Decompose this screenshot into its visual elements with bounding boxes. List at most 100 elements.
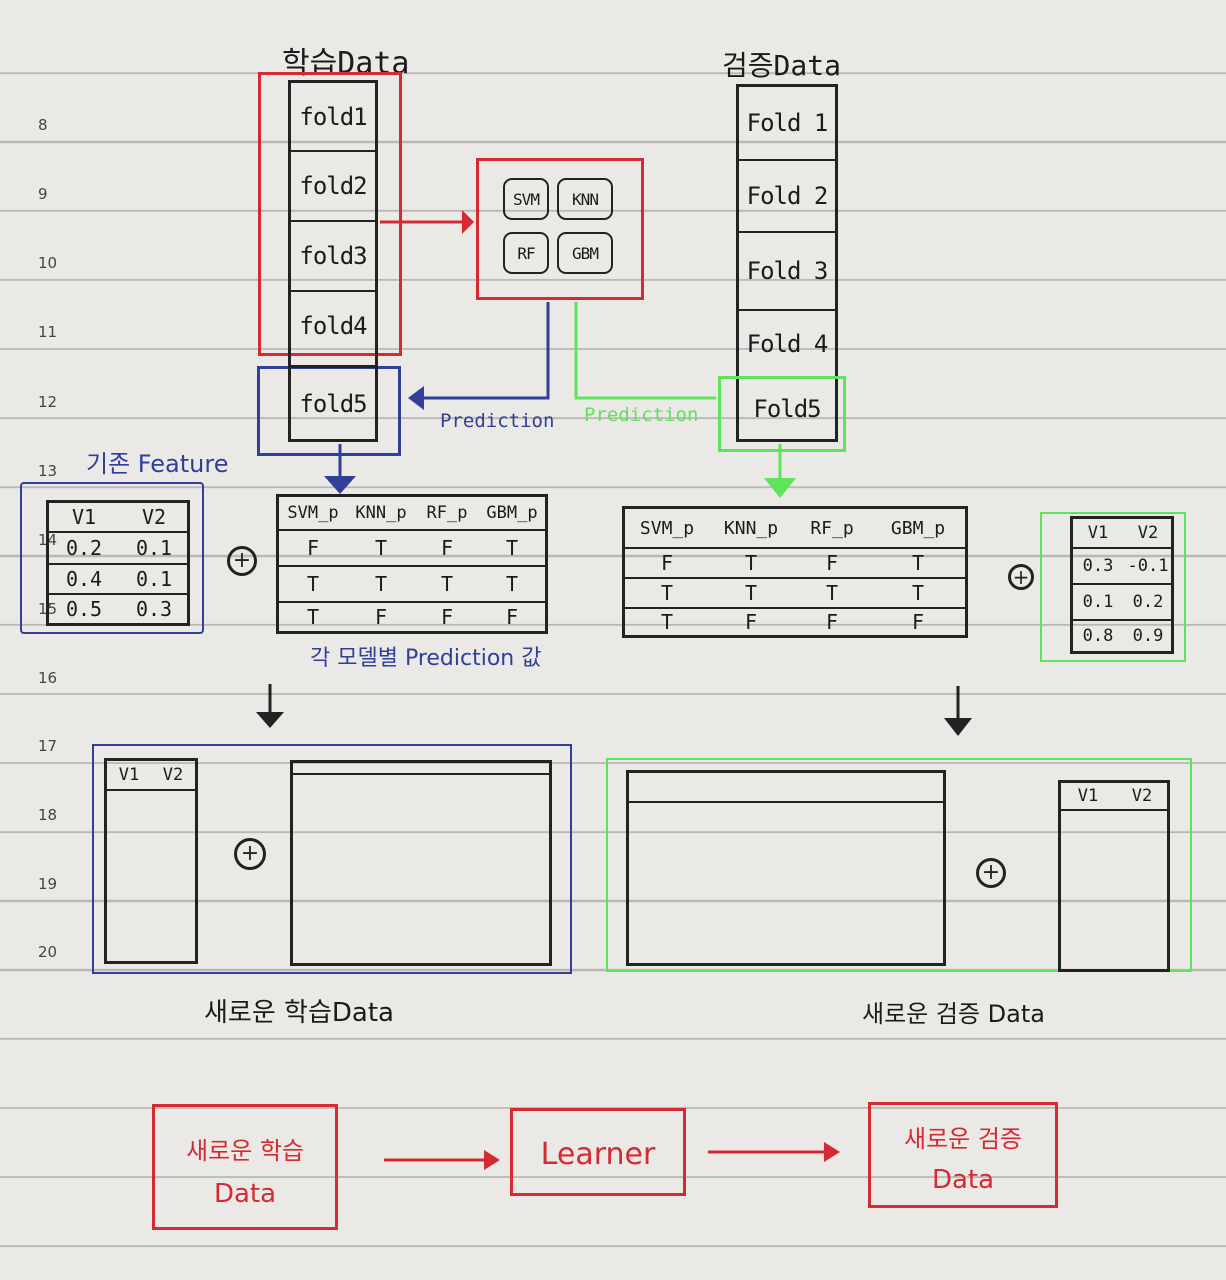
table-row: T F F F [625, 609, 965, 635]
table-cell: F [440, 536, 454, 560]
base-feature-header-v2: V2 [141, 505, 167, 529]
combine-valid-arrowhead [944, 718, 972, 736]
line-number: 13 [38, 462, 58, 480]
train-prediction-caption: 각 모델별 Prediction 값 [310, 646, 542, 671]
pipeline-new-valid-box: 새로운 검증 Data [868, 1102, 1058, 1208]
valid-fold-1: Fold 1 [746, 109, 829, 137]
table-cell: T [660, 581, 674, 605]
combine-train-arrowhead [256, 712, 284, 728]
line-number: 10 [38, 254, 58, 272]
table-cell: 0.4 [65, 567, 103, 591]
pipeline-new-valid-line2: Data [931, 1165, 995, 1195]
table-cell: 0.5 [65, 597, 103, 621]
oplus-icon: + [1008, 564, 1034, 590]
table-cell: F [911, 610, 925, 634]
new-valid-feature-block: V1 V2 [1058, 780, 1170, 972]
table-cell: 0.2 [1132, 592, 1164, 612]
line-number: 17 [38, 737, 58, 755]
table-row: 0.5 0.3 [49, 595, 187, 623]
svm-model-chip: SVM [503, 178, 549, 220]
oplus-icon: + [976, 858, 1006, 888]
oplus-icon: + [227, 546, 257, 576]
table-cell: 0.2 [65, 536, 103, 560]
line-number: 18 [38, 806, 58, 824]
valid-down-arrowhead [764, 478, 796, 498]
table-cell: T [440, 572, 454, 596]
line-number: 11 [38, 323, 58, 341]
table-row: 0.3 -0.1 [1073, 549, 1171, 585]
table-row: F T F T [279, 531, 545, 567]
models-to-valid-fold5-line [574, 302, 716, 400]
table-cell: T [911, 551, 925, 575]
base-feature-title: 기존 Feature [86, 450, 229, 478]
table-row: T F F F [279, 603, 545, 631]
table-cell: 0.1 [1082, 592, 1114, 612]
train-data-title: 학습Data [282, 46, 410, 81]
table-cell: 0.1 [135, 536, 173, 560]
pipeline-new-train-line1: 새로운 학습 [185, 1137, 305, 1165]
train-prediction-header: SVM_p KNN_p RF_p GBM_p [279, 497, 545, 531]
table-cell: T [306, 605, 320, 629]
table-header-cell: SVM_p [287, 503, 339, 523]
blue-prediction-label: Prediction [440, 410, 555, 432]
pipeline-new-train-line2: Data [213, 1179, 277, 1209]
table-cell: 0.1 [135, 567, 173, 591]
table-header-cell: V1 [1087, 523, 1109, 543]
models-red-box [476, 158, 644, 300]
table-row: 0.8 0.9 [1073, 621, 1171, 651]
table-cell: T [306, 572, 320, 596]
line-number: 12 [38, 393, 58, 411]
table-header-cell: V1 [1077, 786, 1099, 806]
table-cell: T [505, 572, 519, 596]
knn-model-chip: KNN [557, 178, 613, 220]
base-feature-table: V1 V2 0.2 0.1 0.4 0.1 0.5 0.3 [46, 500, 190, 626]
table-header-cell: RF_p [426, 503, 468, 523]
train-fold-1: fold1 [291, 80, 375, 150]
table-header-cell: V2 [162, 765, 184, 785]
train-fold-3: fold3 [291, 220, 375, 290]
table-cell: F [825, 610, 839, 634]
table-header-cell: GBM_p [890, 517, 946, 539]
valid-fold-2: Fold 2 [739, 159, 835, 231]
new-train-prediction-block [290, 760, 552, 966]
table-cell: F [660, 551, 674, 575]
table-cell: F [825, 551, 839, 575]
train-to-models-arrowhead [462, 210, 474, 234]
train-prediction-table: SVM_p KNN_p RF_p GBM_p F T F T T T T T T… [276, 494, 548, 634]
train-down-arrowhead [324, 476, 356, 494]
train-fold-4: fold4 [291, 290, 375, 360]
valid-data-title: 검증Data [722, 49, 841, 82]
table-header-cell: V2 [1131, 786, 1153, 806]
new-valid-prediction-block [626, 770, 946, 966]
table-cell: T [374, 536, 388, 560]
line-number: 9 [38, 185, 48, 203]
table-cell: T [660, 610, 674, 634]
valid-fold5-green-frame [718, 376, 846, 452]
rf-model-chip: RF [503, 232, 549, 274]
valid-prediction-header: SVM_p KNN_p RF_p GBM_p [625, 509, 965, 549]
table-cell: T [374, 572, 388, 596]
table-cell: F [744, 610, 758, 634]
table-cell: F [440, 605, 454, 629]
table-header-cell: RF_p [810, 517, 854, 539]
new-train-feature-block: V1 V2 [104, 758, 198, 964]
train-fold-5: fold5 [291, 365, 375, 439]
table-row: T T T T [625, 579, 965, 609]
new-train-blue-frame [92, 744, 572, 974]
pipeline-learner-label: Learner [540, 1137, 656, 1172]
table-cell: 0.9 [1132, 626, 1164, 646]
line-number: 8 [38, 116, 48, 134]
table-row: T T T T [279, 567, 545, 603]
valid-prediction-table: SVM_p KNN_p RF_p GBM_p F T F T T T T T T… [622, 506, 968, 638]
new-train-caption: 새로운 학습Data [204, 998, 394, 1028]
table-header-cell: KNN_p [723, 517, 779, 539]
table-cell: F [505, 605, 519, 629]
table-cell: F [306, 536, 320, 560]
pipeline-arrowhead-1 [484, 1150, 500, 1170]
train-fold-column: fold1 fold2 fold3 fold4 fold5 [288, 80, 378, 442]
table-row: 0.1 0.2 [1073, 585, 1171, 621]
base-feature-header-v1: V1 [71, 505, 97, 529]
train-folds-red-frame [258, 72, 402, 356]
